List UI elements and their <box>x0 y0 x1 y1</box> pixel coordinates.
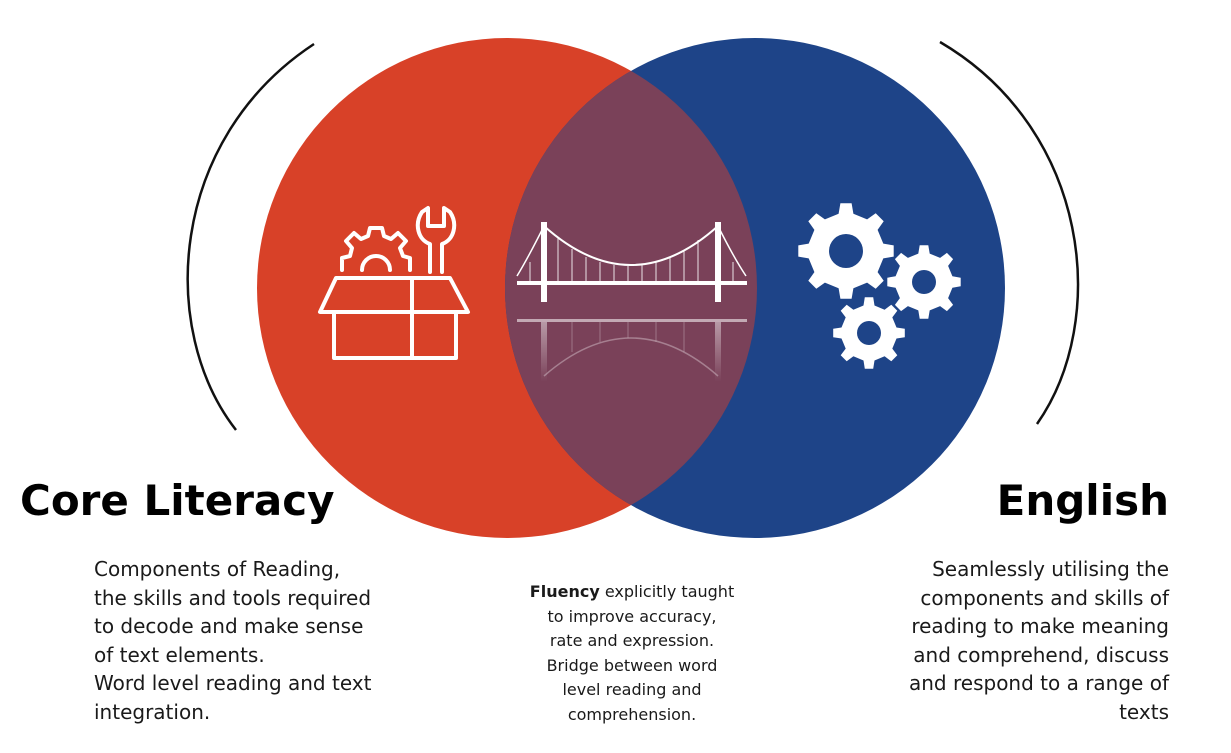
description-line: Seamlessly utilising the <box>932 557 1169 581</box>
fluency-label: Fluency <box>529 582 600 601</box>
description-line: and respond to a range of <box>909 671 1169 695</box>
description-line: the skills and tools required <box>94 585 372 610</box>
gear-hole <box>912 270 936 294</box>
description-line: reading to make meaning <box>911 614 1169 638</box>
description-line: Fluency explicitly taught <box>482 580 782 605</box>
description-line: Word level reading and text <box>94 671 372 695</box>
core-literacy-description: Components of Reading, the skills and to… <box>94 555 371 726</box>
left-bracket <box>186 42 315 431</box>
fluency-overlap <box>505 38 757 538</box>
description-line: components and skills of <box>920 585 1169 610</box>
right-bracket <box>939 40 1080 425</box>
description-line: to decode and make sense <box>94 614 364 638</box>
description-line: texts <box>1119 699 1169 724</box>
description-line: rate and expression. <box>549 631 715 650</box>
description-line: integration. <box>94 699 211 724</box>
description-line: level reading and <box>562 680 702 699</box>
english-description: Seamlessly utilising the components and … <box>909 555 1169 726</box>
description-line: and comprehend, discuss <box>913 642 1169 667</box>
fluency-description: Fluency explicitly taught to improve acc… <box>482 580 782 727</box>
gear-hole <box>857 321 881 345</box>
description-line: to improve accuracy, <box>547 606 717 626</box>
description-line: Components of Reading, <box>94 557 341 581</box>
bridge-icon <box>516 222 747 382</box>
description-line: comprehension. <box>567 704 697 724</box>
description-line: of text elements. <box>94 642 265 667</box>
core-literacy-title: Core Literacy <box>20 476 335 525</box>
gears-icon <box>798 203 961 369</box>
toolbox-gear-wrench-icon <box>318 206 470 360</box>
description-line: Bridge between word <box>546 655 718 675</box>
fluency-first-line-rest: explicitly taught <box>599 582 735 601</box>
gear-hole <box>829 234 863 268</box>
english-title: English <box>996 476 1169 525</box>
